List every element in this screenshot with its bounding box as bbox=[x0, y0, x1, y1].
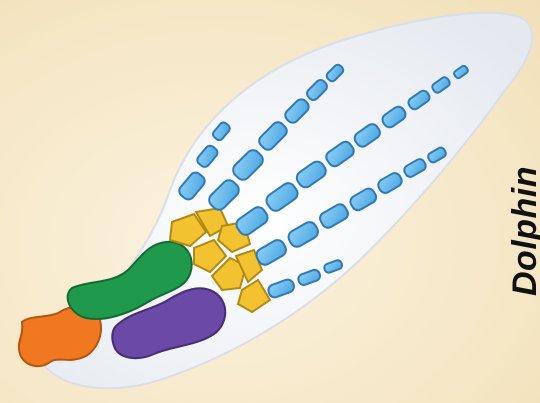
figure-label: Dolphin bbox=[506, 166, 540, 296]
